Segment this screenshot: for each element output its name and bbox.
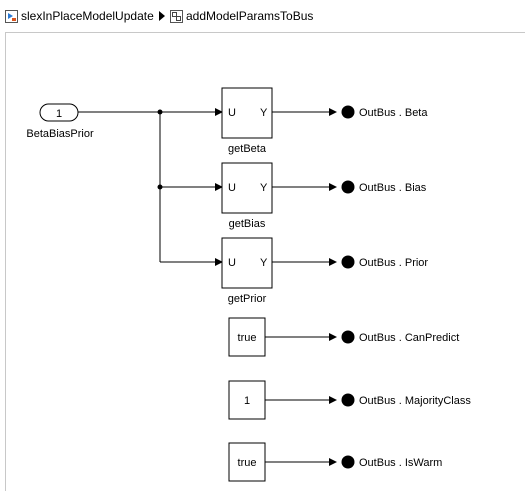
- branch-point: [157, 184, 163, 190]
- diagram-canvas: [5, 32, 525, 491]
- port-label-in: U: [228, 182, 236, 194]
- branch-point: [157, 109, 163, 115]
- breadcrumb-subsystem-label: addModelParamsToBus: [186, 9, 314, 23]
- signal-lines: [78, 108, 223, 266]
- bus-output-port[interactable]: OutBus . CanPredict: [341, 330, 460, 345]
- constant-block[interactable]: 1: [228, 380, 266, 420]
- subsystem-getPrior[interactable]: U Y: [221, 237, 273, 289]
- arrow-right-icon: [159, 11, 165, 21]
- inport-name: BetaBiasPrior: [26, 128, 94, 140]
- bus-output-label: OutBus . Bias: [359, 182, 427, 194]
- constant-value: true: [238, 457, 257, 469]
- bus-output-port[interactable]: OutBus . Prior: [341, 255, 429, 270]
- bus-output-label: OutBus . Beta: [359, 107, 428, 119]
- bus-output-port[interactable]: OutBus . Beta: [341, 105, 429, 120]
- breadcrumb-model[interactable]: slexInPlaceModelUpdate: [5, 7, 154, 25]
- output-lines: [265, 108, 337, 466]
- subsystem-getBeta[interactable]: U Y: [221, 87, 273, 139]
- port-label-out: Y: [260, 107, 268, 119]
- constant-value: 1: [244, 395, 250, 407]
- inport-number: 1: [56, 108, 62, 120]
- bus-output-label: OutBus . Prior: [359, 257, 428, 269]
- constant-block[interactable]: true: [228, 442, 266, 482]
- inport-block[interactable]: 1: [39, 103, 79, 122]
- breadcrumb-model-label: slexInPlaceModelUpdate: [21, 9, 154, 23]
- subsystem-name: getBias: [229, 218, 266, 230]
- subsystem-name: getBeta: [228, 143, 267, 155]
- bus-output-label: OutBus . IsWarm: [359, 457, 442, 469]
- port-label-out: Y: [260, 257, 268, 269]
- bus-output-label: OutBus . CanPredict: [359, 332, 459, 344]
- port-label-in: U: [228, 107, 236, 119]
- port-label-in: U: [228, 257, 236, 269]
- subsystem-name: getPrior: [228, 293, 267, 305]
- port-label-out: Y: [260, 182, 268, 194]
- bus-output-port[interactable]: OutBus . Bias: [341, 180, 427, 195]
- bus-output-port[interactable]: OutBus . IsWarm: [341, 455, 443, 470]
- bus-output-label: OutBus . MajorityClass: [359, 395, 471, 407]
- breadcrumb-subsystem[interactable]: addModelParamsToBus: [170, 7, 313, 25]
- simulink-model-icon: [5, 9, 18, 23]
- constant-block[interactable]: true: [228, 317, 266, 357]
- bus-output-port[interactable]: OutBus . MajorityClass: [341, 393, 472, 408]
- subsystem-icon: [170, 9, 183, 23]
- breadcrumb: slexInPlaceModelUpdate addModelParamsToB…: [0, 0, 525, 32]
- subsystem-getBias[interactable]: U Y: [221, 162, 273, 214]
- constant-value: true: [238, 332, 257, 344]
